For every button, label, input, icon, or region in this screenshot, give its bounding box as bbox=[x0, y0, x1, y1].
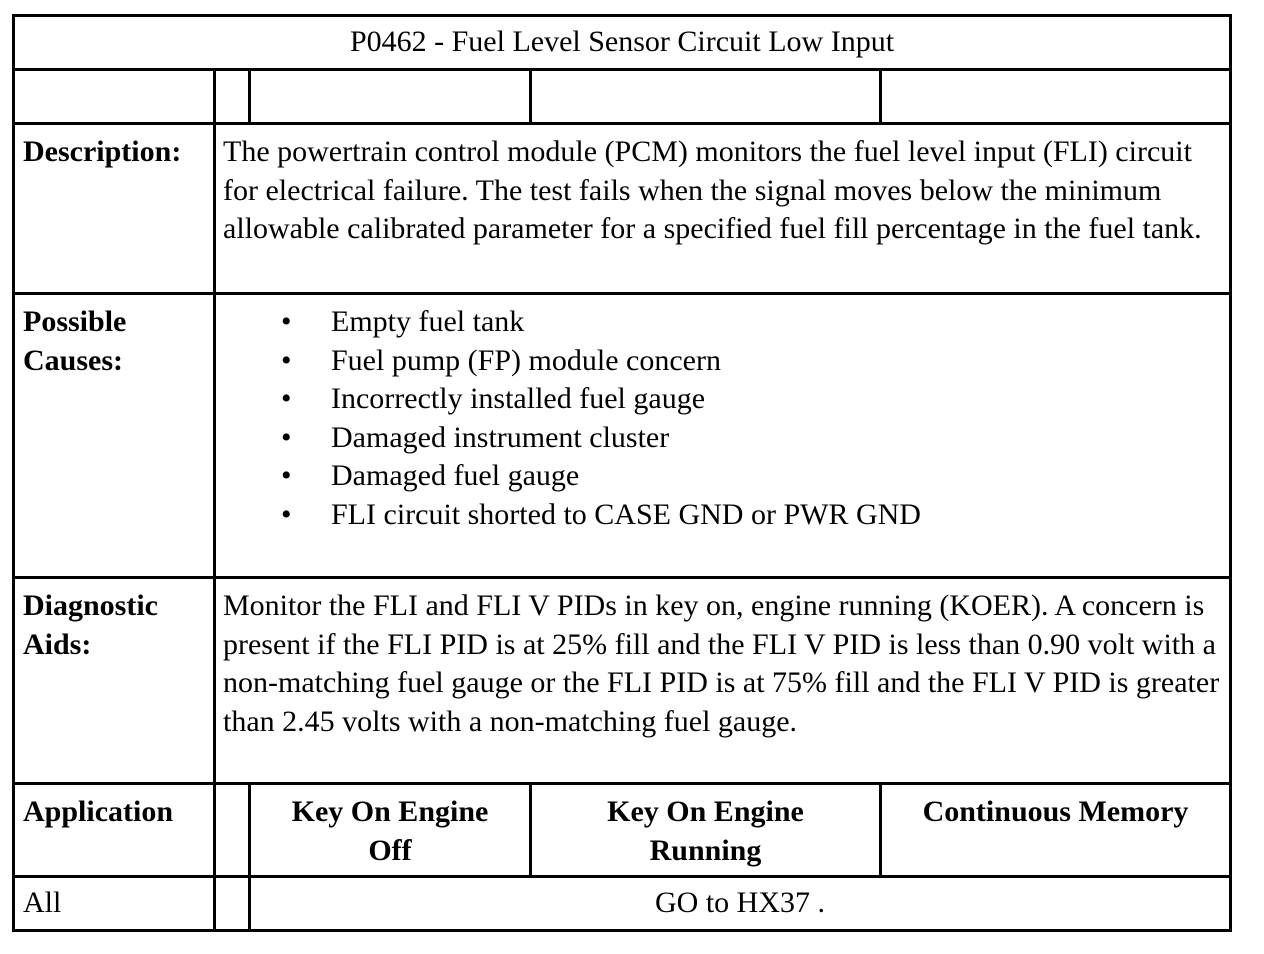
application-row: All GO to HX37 . bbox=[12, 875, 1232, 932]
koer-header-line2: Running bbox=[649, 833, 762, 867]
description-text: The powertrain control module (PCM) moni… bbox=[213, 122, 1232, 295]
dtc-title: P0462 - Fuel Level Sensor Circuit Low In… bbox=[12, 14, 1232, 71]
description-label: Description: bbox=[12, 122, 216, 295]
list-item: Damaged fuel gauge bbox=[281, 457, 1223, 496]
spacer-row bbox=[12, 68, 1232, 125]
possible-causes-label: Possible Causes: bbox=[12, 292, 216, 579]
list-item: Empty fuel tank bbox=[281, 303, 1223, 342]
possible-causes-label-line2: Causes: bbox=[23, 343, 124, 377]
spacer-cell bbox=[248, 68, 532, 125]
possible-causes-label-line1: Possible bbox=[23, 305, 127, 338]
application-header: Application bbox=[12, 782, 216, 878]
diagnostic-aids-text: Monitor the FLI and FLI V PIDs in key on… bbox=[213, 576, 1232, 785]
diagnostic-aids-label-line1: Diagnostic bbox=[23, 589, 158, 622]
possible-causes-cell: Empty fuel tank Fuel pump (FP) module co… bbox=[213, 292, 1232, 579]
list-item: FLI circuit shorted to CASE GND or PWR G… bbox=[281, 496, 1223, 535]
diagnostic-aids-label-line2: Aids: bbox=[23, 627, 92, 661]
spacer-cell bbox=[213, 782, 251, 878]
continuous-memory-header: Continuous Memory bbox=[879, 782, 1232, 878]
koer-header: Key On Engine Running bbox=[529, 782, 882, 878]
list-item: Fuel pump (FP) module concern bbox=[281, 342, 1223, 381]
koeo-header: Key On Engine Off bbox=[248, 782, 532, 878]
list-item: Damaged instrument cluster bbox=[281, 419, 1223, 458]
title-row: P0462 - Fuel Level Sensor Circuit Low In… bbox=[12, 14, 1232, 71]
description-row: Description: The powertrain control modu… bbox=[12, 122, 1232, 295]
spacer-cell bbox=[213, 875, 251, 932]
spacer-cell bbox=[529, 68, 882, 125]
koeo-header-line1: Key On Engine bbox=[291, 795, 489, 828]
goto-action: GO to HX37 . bbox=[248, 875, 1232, 932]
application-header-row: Application Key On Engine Off Key On Eng… bbox=[12, 782, 1232, 878]
koer-header-line1: Key On Engine bbox=[607, 795, 804, 828]
list-item: Incorrectly installed fuel gauge bbox=[281, 380, 1223, 419]
diagnostic-aids-label: Diagnostic Aids: bbox=[12, 576, 216, 785]
dtc-table: P0462 - Fuel Level Sensor Circuit Low In… bbox=[12, 14, 1232, 932]
possible-causes-row: Possible Causes: Empty fuel tank Fuel pu… bbox=[12, 292, 1232, 579]
diagnostic-aids-row: Diagnostic Aids: Monitor the FLI and FLI… bbox=[12, 576, 1232, 785]
koeo-header-line2: Off bbox=[368, 833, 412, 867]
possible-causes-list: Empty fuel tank Fuel pump (FP) module co… bbox=[223, 303, 1223, 534]
spacer-cell bbox=[879, 68, 1232, 125]
spacer-cell bbox=[213, 68, 251, 125]
application-value: All bbox=[12, 875, 216, 932]
spacer-cell bbox=[12, 68, 216, 125]
